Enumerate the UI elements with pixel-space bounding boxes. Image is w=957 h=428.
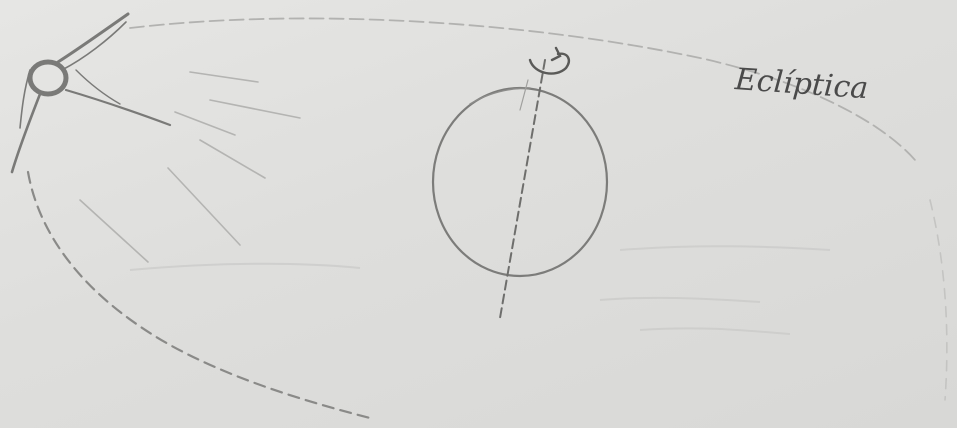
sun-flare-down — [12, 94, 40, 172]
sun-core — [30, 62, 66, 94]
earth-axis-guide — [520, 80, 528, 110]
earth-sketch — [433, 48, 607, 318]
orbit-right-edge — [930, 200, 947, 400]
sun-sketch — [12, 14, 170, 172]
rotation-arrow-icon — [530, 54, 569, 74]
sun-flare-up-inner — [62, 22, 126, 70]
sun-flare-up — [58, 14, 128, 62]
earth-circle — [433, 88, 607, 276]
rotation-arrowhead-icon — [552, 48, 560, 60]
sun-flare-right — [66, 90, 170, 125]
orbit-lower-dashed-arc — [28, 172, 370, 418]
paper-show-through — [130, 246, 830, 334]
